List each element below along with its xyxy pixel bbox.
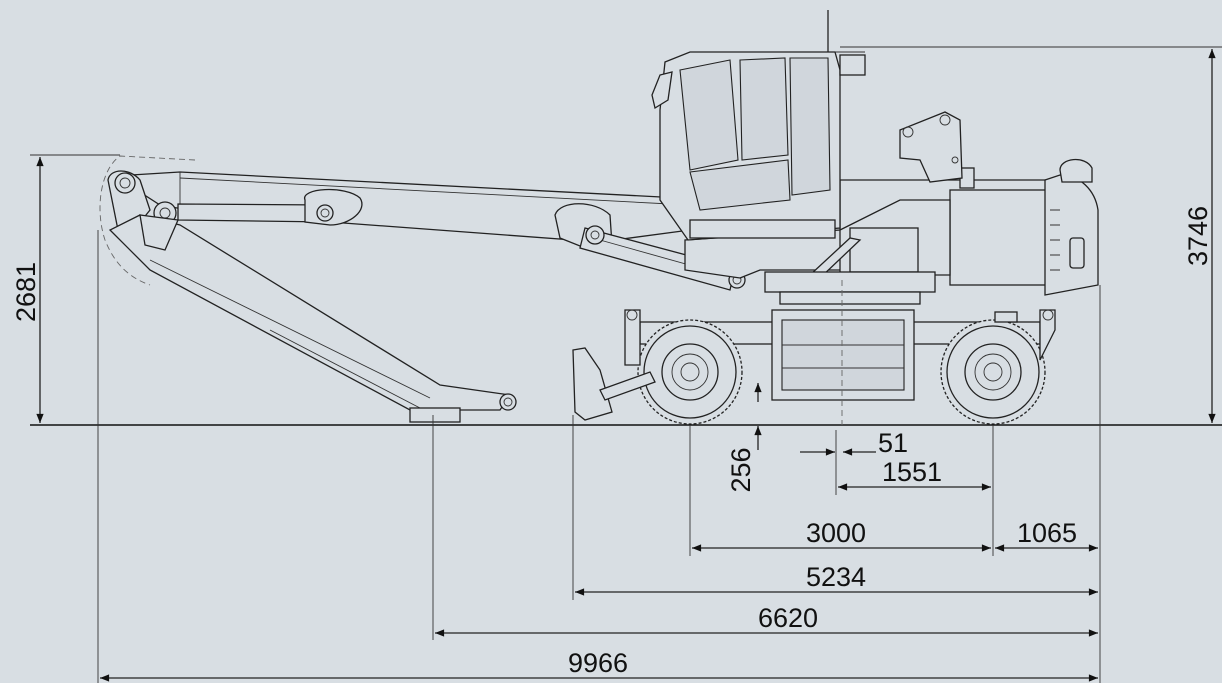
dim-label-51: 51: [878, 428, 908, 458]
operator-cab: [651, 10, 866, 241]
dim-label-256: 256: [726, 447, 756, 492]
excavator-machine: [99, 10, 1099, 425]
upper-structure: [684, 158, 1099, 305]
front-wheel: [637, 319, 743, 425]
dimension-labels: 2681 3746 256 51 1551 3000 1065 5234 662…: [11, 206, 1213, 678]
rear-outrigger: [994, 309, 1056, 361]
dimension-lines: [30, 46, 1222, 683]
rear-wheel: [940, 319, 1046, 425]
boom-cylinder: [139, 188, 363, 251]
undercarriage: [639, 280, 1041, 425]
dim-label-1551: 1551: [882, 457, 942, 487]
dim-label-1065: 1065: [1017, 518, 1077, 548]
dozer-blade: [572, 309, 656, 421]
dim-label-9966: 9966: [568, 648, 628, 678]
dim-label-3746: 3746: [1183, 206, 1213, 266]
dim-label-2681: 2681: [11, 262, 41, 322]
boom-bracket: [899, 111, 963, 183]
dim-label-3000: 3000: [806, 518, 866, 548]
dim-label-5234: 5234: [806, 562, 866, 592]
dim-label-6620: 6620: [758, 603, 818, 633]
